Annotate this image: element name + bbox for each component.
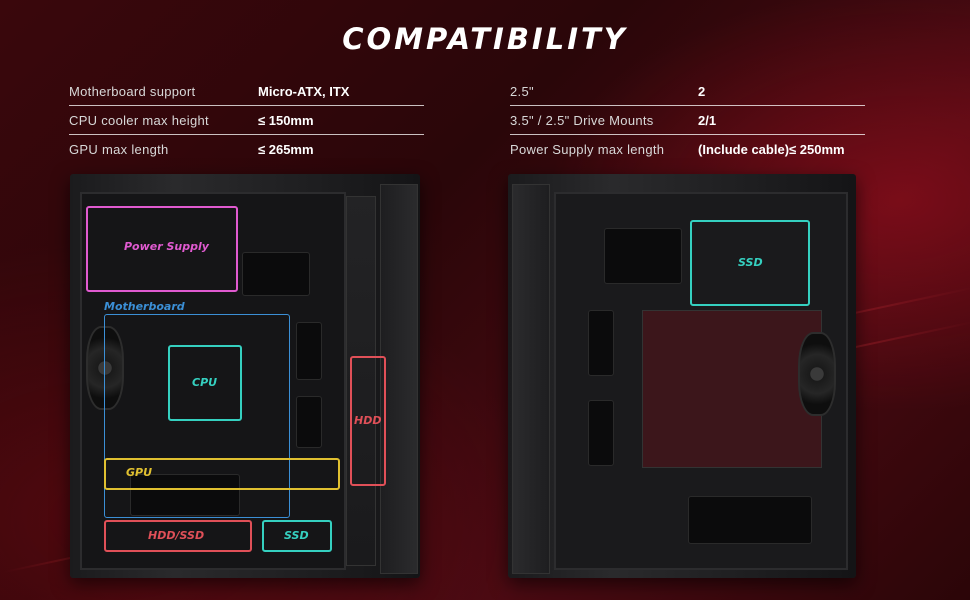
zone-label-ssd: SSD (284, 529, 309, 542)
zone-motherboard (104, 314, 290, 518)
spec-label: Power Supply max length (510, 142, 665, 157)
spec-row: Power Supply max length (Include cable)≤… (510, 136, 865, 163)
spec-row: 3.5" / 2.5" Drive Mounts 2/1 (510, 107, 865, 135)
zone-label-hdd-side: HDD (354, 414, 382, 427)
case-right-side-bezel (512, 184, 550, 574)
spec-label: 3.5" / 2.5" Drive Mounts (510, 113, 654, 128)
spec-label: 2.5" (510, 84, 534, 99)
spec-value: (Include cable)≤ 250mm (698, 142, 845, 157)
case-cutout (588, 310, 614, 376)
spec-value: ≤ 265mm (258, 142, 314, 157)
rear-fan-icon (86, 326, 124, 410)
zone-ssd-back (690, 220, 810, 306)
spec-value: 2 (698, 84, 706, 99)
spec-row: Motherboard support Micro-ATX, ITX (69, 78, 424, 106)
zone-hdd-ssd (104, 520, 252, 552)
zone-label-ssd-back: SSD (738, 256, 763, 269)
case-cutout (242, 252, 310, 296)
zone-label-power-supply: Power Supply (124, 240, 209, 253)
case-cutout (296, 322, 322, 380)
zone-hdd-side (350, 356, 386, 486)
case-right-view: SSD (508, 174, 856, 578)
zone-gpu (104, 458, 340, 490)
rear-fan-icon (798, 332, 836, 416)
case-left-front-bezel (380, 184, 418, 574)
spec-label: Motherboard support (69, 84, 196, 99)
case-cutout (588, 400, 614, 466)
spec-row: GPU max length ≤ 265mm (69, 136, 424, 163)
case-cutout (296, 396, 322, 448)
spec-value: 2/1 (698, 113, 717, 128)
case-left-view: Power Supply Motherboard CPU GPU HDD HDD… (70, 174, 420, 578)
page-title: COMPATIBILITY (342, 22, 628, 56)
spec-value: ≤ 150mm (258, 113, 314, 128)
zone-label-hdd-ssd: HDD/SSD (148, 529, 205, 542)
spec-value: Micro-ATX, ITX (258, 84, 350, 99)
zone-cpu (168, 345, 242, 421)
spec-label: GPU max length (69, 142, 169, 157)
case-cutout (604, 228, 682, 284)
zone-power-supply (86, 206, 238, 292)
spec-table-right: 2.5" 2 3.5" / 2.5" Drive Mounts 2/1 Powe… (510, 78, 865, 164)
zone-label-motherboard: Motherboard (104, 300, 185, 313)
zone-label-cpu: CPU (192, 376, 218, 389)
case-cutout (130, 474, 240, 516)
case-cutout (688, 496, 812, 544)
zone-label-gpu: GPU (126, 466, 153, 479)
spec-row: 2.5" 2 (510, 78, 865, 106)
spec-label: CPU cooler max height (69, 113, 209, 128)
cpu-cutout-hole (642, 310, 822, 468)
spec-row: CPU cooler max height ≤ 150mm (69, 107, 424, 135)
spec-table-left: Motherboard support Micro-ATX, ITX CPU c… (69, 78, 424, 164)
zone-ssd (262, 520, 332, 552)
